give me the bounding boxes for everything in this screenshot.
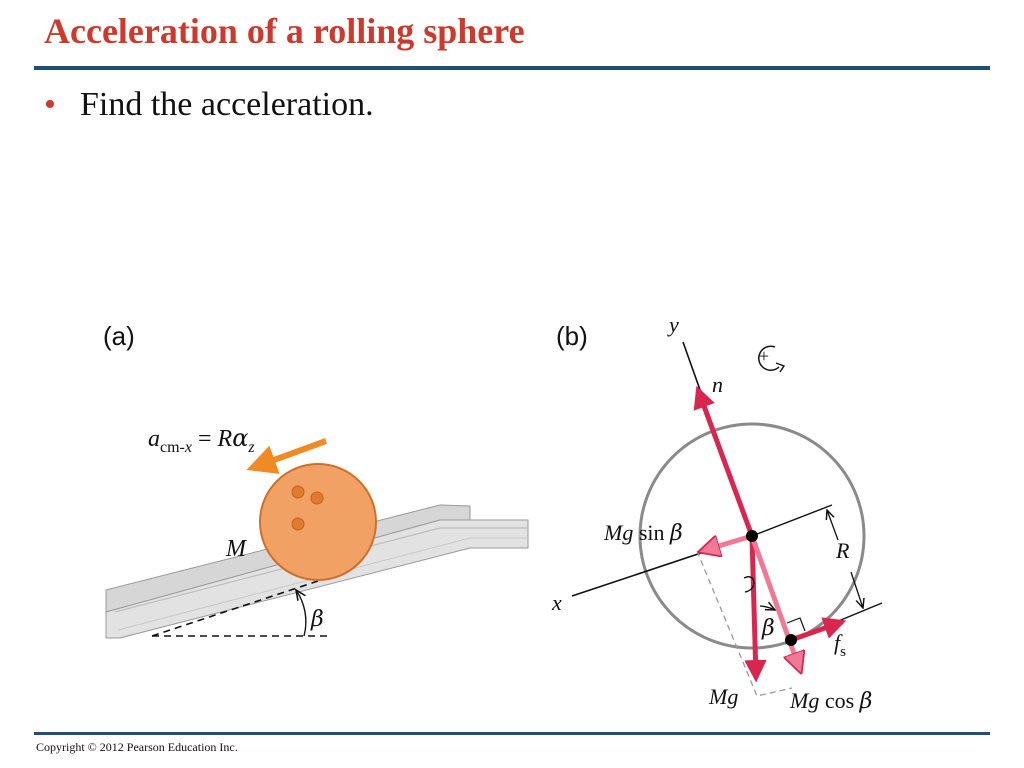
friction-force-arrow: [790, 617, 847, 643]
radius-arrow-up: [827, 510, 839, 541]
right-angle-mark: [786, 617, 806, 632]
weight-label: Mg: [708, 684, 738, 709]
panel-b: (b) y x + R n Mg Mg sin β: [551, 312, 883, 714]
mg-sin-label: Mg sin β: [603, 520, 683, 546]
bullet-item: • Find the acceleration.: [44, 86, 374, 124]
svg-text:+: +: [759, 346, 769, 366]
weight-arrow: [744, 535, 767, 683]
mass-label: M: [225, 536, 248, 562]
y-axis-label: y: [667, 312, 679, 337]
title-divider: [34, 66, 990, 70]
mg-cos-component-arrow: [749, 535, 800, 670]
angle-beta-label-b: β: [761, 616, 775, 641]
friction-label: fs: [834, 630, 846, 660]
panel-a: (a) β acm-x = Rαz M: [103, 321, 529, 639]
center-of-mass-dot: [746, 530, 758, 542]
acceleration-equation: acm-x = Rαz: [148, 424, 255, 456]
component-construction-lines: [696, 550, 793, 697]
angle-beta-arc: [759, 606, 775, 610]
positive-rotation-icon: +: [758, 345, 786, 373]
footer-divider: [34, 732, 990, 735]
mg-cos-label: Mg cos β: [789, 688, 872, 714]
incline-reference-line: [151, 580, 319, 637]
angle-beta-label: β: [310, 607, 324, 632]
normal-force-label: n: [712, 372, 723, 397]
radius-label: R: [835, 538, 850, 563]
radius-arrow-down: [850, 571, 863, 608]
contact-point-dot: [785, 634, 797, 646]
mg-sin-component-arrow: [702, 533, 753, 551]
radius-line-top: [751, 504, 833, 537]
copyright-text: Copyright © 2012 Pearson Education Inc.: [36, 740, 238, 754]
bullet-marker: •: [44, 86, 56, 123]
normal-force-arrow: [693, 385, 755, 537]
panel-a-label: (a): [103, 321, 135, 351]
angle-squiggle: [743, 576, 755, 593]
x-axis-label: x: [551, 590, 562, 615]
sphere-outline: [638, 422, 866, 650]
slide-title: Acceleration of a rolling sphere: [44, 11, 525, 51]
panel-b-label: (b): [556, 321, 588, 351]
acceleration-arrow: [246, 438, 328, 474]
bullet-text: Find the acceleration.: [80, 86, 374, 123]
rolling-sphere: [259, 463, 377, 581]
angle-arc: [296, 590, 307, 637]
